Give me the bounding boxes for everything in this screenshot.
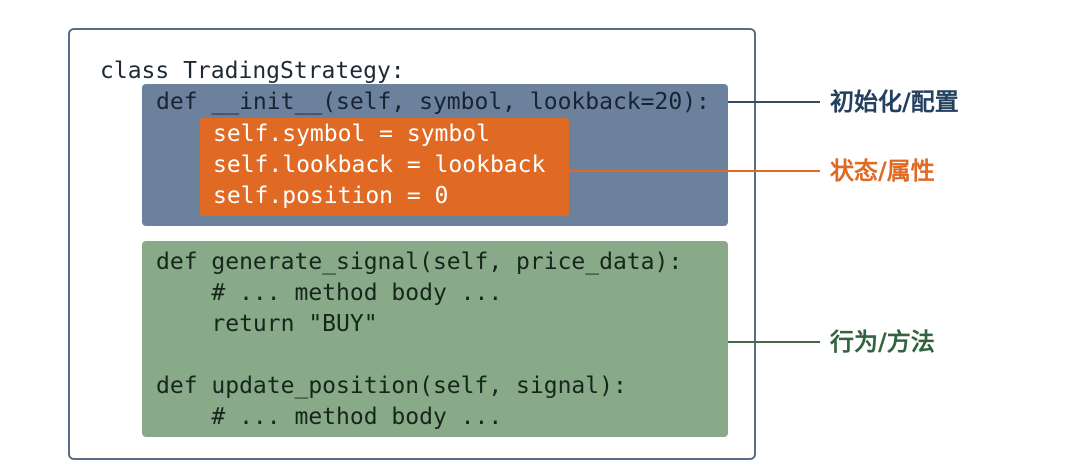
state-attributes-block: [200, 118, 569, 216]
init-config-label: 初始化/配置: [830, 88, 959, 116]
init-connector-line: [728, 101, 820, 103]
state-attributes-code: self.symbol = symbol self.lookback = loo…: [213, 121, 546, 209]
methods-connector-line: [728, 341, 820, 343]
state-connector-line: [569, 170, 820, 172]
methods-block: [142, 241, 728, 437]
class-definition-line: class TradingStrategy:: [100, 58, 405, 84]
methods-code: def generate_signal(self, price_data): #…: [156, 249, 683, 430]
init-signature-line: def __init__(self, symbol, lookback=20):: [156, 89, 710, 115]
behavior-method-label: 行为/方法: [830, 328, 935, 356]
state-attribute-label: 状态/属性: [830, 157, 935, 185]
